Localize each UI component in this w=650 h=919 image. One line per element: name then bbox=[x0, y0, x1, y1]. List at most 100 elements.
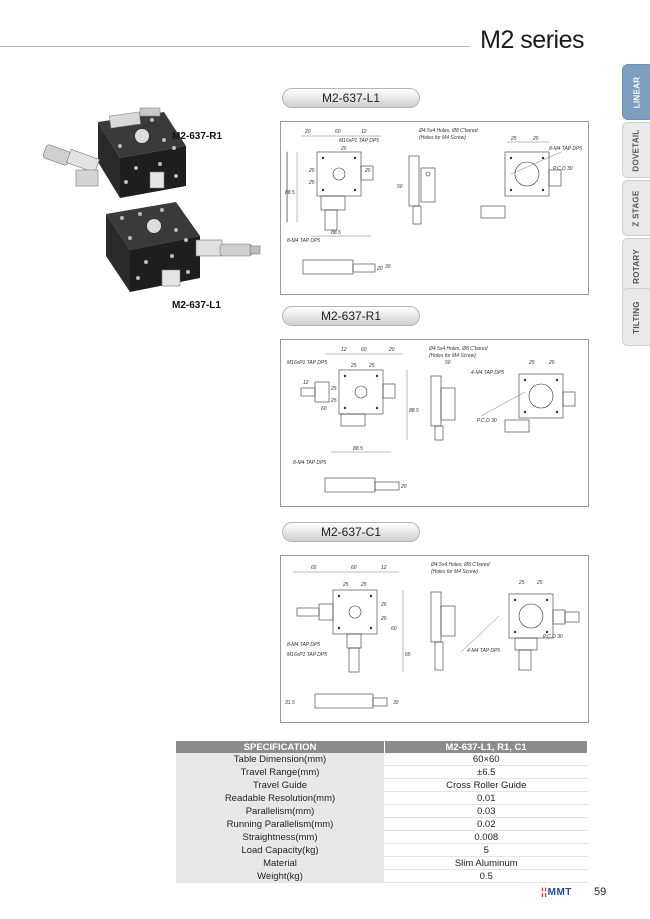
table-row: Straightness(mm)0.008 bbox=[176, 830, 588, 844]
spec-value: ±6.5 bbox=[384, 765, 588, 779]
dim-label: 12 bbox=[341, 347, 347, 353]
dim-label: 60 bbox=[351, 565, 357, 571]
dim-label: 88.5 bbox=[353, 446, 363, 452]
table-row: Running Parallelism(mm)0.02 bbox=[176, 817, 588, 831]
dim-label: 25 bbox=[528, 360, 535, 366]
spec-value: 0.5 bbox=[384, 869, 588, 883]
dim-label: 30 bbox=[385, 264, 391, 270]
dim-label: 25 bbox=[342, 582, 349, 588]
hole-note: Ø4.5x4 Holes, Ø8 C'bored bbox=[418, 128, 478, 134]
dim-label: 12 bbox=[381, 565, 387, 571]
spec-value: 0.03 bbox=[384, 804, 588, 818]
tap-note: 4-M4 TAP DP5 bbox=[471, 370, 504, 376]
pcd-note: P.C.D 30 bbox=[477, 418, 497, 424]
tab-dovetail[interactable]: DOVETAIL bbox=[622, 122, 650, 178]
tab-z-stage[interactable]: Z STAGE bbox=[622, 180, 650, 236]
dim-label: 25 bbox=[308, 168, 315, 174]
dim-label: 25 bbox=[330, 398, 337, 404]
tab-linear[interactable]: LINEAR bbox=[622, 64, 650, 120]
dim-label: 88.5 bbox=[409, 408, 419, 414]
photo-label-r1: M2-637-R1 bbox=[172, 131, 223, 142]
technical-drawing-l1: 20 60 12 25 25 25 25 88.5 88.5 50 20 25 … bbox=[285, 128, 582, 275]
spec-label: Readable Resolution(mm) bbox=[176, 791, 385, 805]
dim-label: 25 bbox=[548, 360, 555, 366]
dim-label: 12 bbox=[361, 129, 367, 135]
spec-value: Slim Aluminum bbox=[384, 856, 588, 870]
tap-note: M16xP1 TAP DP5 bbox=[287, 652, 327, 658]
table-row: Parallelism(mm)0.03 bbox=[176, 804, 588, 818]
drawing-frame-l1: 20 60 12 25 25 25 25 88.5 88.5 50 20 25 … bbox=[280, 121, 589, 295]
logo-text: MMT bbox=[547, 887, 572, 898]
spec-value: 0.02 bbox=[384, 817, 588, 831]
tap-note: 8-M4 TAP DP5 bbox=[287, 642, 320, 648]
dim-label: 20 bbox=[400, 484, 407, 490]
table-row: Load Capacity(kg)5 bbox=[176, 843, 588, 857]
table-header-cell: SPECIFICATION bbox=[176, 741, 385, 753]
pcd-note: P.C.D 30 bbox=[553, 166, 573, 172]
dim-label: 25 bbox=[360, 582, 367, 588]
model-title-r1: M2-637-R1 bbox=[282, 306, 420, 326]
dim-label: 50 bbox=[397, 184, 403, 190]
spec-label: Parallelism(mm) bbox=[176, 804, 385, 818]
model-title-c1: M2-637-C1 bbox=[282, 522, 420, 542]
table-row: Weight(kg)0.5 bbox=[176, 869, 588, 883]
dim-label: 30 bbox=[393, 700, 399, 706]
tab-tilting[interactable]: TILTING bbox=[622, 288, 650, 346]
dim-label: 25 bbox=[368, 363, 375, 369]
dim-label: 65 bbox=[405, 652, 411, 658]
dim-label: 60 bbox=[391, 626, 397, 632]
hole-note: (Holes for M4 Screw) bbox=[419, 135, 466, 141]
dim-label: 60 bbox=[321, 406, 327, 412]
tap-note: M16xP1 TAP DP5 bbox=[339, 138, 379, 144]
spec-value: 60×60 bbox=[384, 753, 588, 766]
tab-label: ROTARY bbox=[632, 248, 641, 284]
photo-label-l1: M2-637-L1 bbox=[172, 300, 221, 311]
technical-drawing-r1: 12 60 20 25 25 12 25 25 60 88.5 88.5 20 … bbox=[287, 346, 576, 493]
hole-note: (Holes for M4 Screw) bbox=[431, 569, 478, 575]
dim-label: 25 bbox=[340, 146, 347, 152]
spec-label: Running Parallelism(mm) bbox=[176, 817, 385, 831]
dim-label: 50 bbox=[445, 360, 451, 366]
stage-r1-illustration bbox=[42, 107, 186, 198]
table-header-cell: M2-637-L1, R1, C1 bbox=[384, 741, 588, 753]
stage-l1-illustration bbox=[106, 202, 261, 292]
header-rule bbox=[0, 46, 470, 47]
page-title: M2 series bbox=[480, 26, 584, 54]
dim-label: 20 bbox=[304, 129, 311, 135]
tap-note: 8-M4 TAP DP5 bbox=[287, 238, 320, 244]
spec-value: 0.01 bbox=[384, 791, 588, 805]
tap-note: 8-M4 TAP DP5 bbox=[549, 146, 582, 152]
specification-table: SPECIFICATION M2-637-L1, R1, C1 Table Di… bbox=[176, 741, 588, 883]
tab-label: TILTING bbox=[632, 300, 641, 334]
dim-label: 25 bbox=[510, 136, 517, 142]
dim-label: 60 bbox=[335, 129, 341, 135]
spec-label: Straightness(mm) bbox=[176, 830, 385, 844]
hole-note: Ø4.5x4 Holes, Ø8 C'bored bbox=[428, 346, 488, 352]
dim-label: 25 bbox=[350, 363, 357, 369]
spec-label: Travel Range(mm) bbox=[176, 765, 385, 779]
spec-value: 5 bbox=[384, 843, 588, 857]
dim-label: 25 bbox=[536, 580, 543, 586]
model-title-l1: M2-637-L1 bbox=[282, 88, 420, 108]
table-row: Travel Range(mm)±6.5 bbox=[176, 765, 588, 779]
tab-rotary[interactable]: ROTARY bbox=[622, 238, 650, 294]
dim-label: 88.5 bbox=[331, 230, 341, 236]
logo-mark: ¦¦ bbox=[541, 887, 548, 898]
table-row: Readable Resolution(mm)0.01 bbox=[176, 791, 588, 805]
tab-label: LINEAR bbox=[632, 76, 642, 108]
dim-label: 25 bbox=[308, 180, 315, 186]
spec-label: Travel Guide bbox=[176, 778, 385, 792]
spec-label: Table Dimension(mm) bbox=[176, 753, 385, 766]
tap-note: 4-M4 TAP DP5 bbox=[467, 648, 500, 654]
pcd-note: P.C.D 30 bbox=[543, 634, 563, 640]
dim-label: 25 bbox=[532, 136, 539, 142]
spec-label: Material bbox=[176, 856, 385, 870]
dim-label: 25 bbox=[518, 580, 525, 586]
hole-note: (Holes for M4 Screw) bbox=[429, 353, 476, 359]
dim-label: 25 bbox=[380, 616, 387, 622]
dim-label: 88.5 bbox=[285, 190, 295, 196]
page-number: 59 bbox=[594, 886, 607, 898]
spec-value: Cross Roller Guide bbox=[384, 778, 588, 792]
